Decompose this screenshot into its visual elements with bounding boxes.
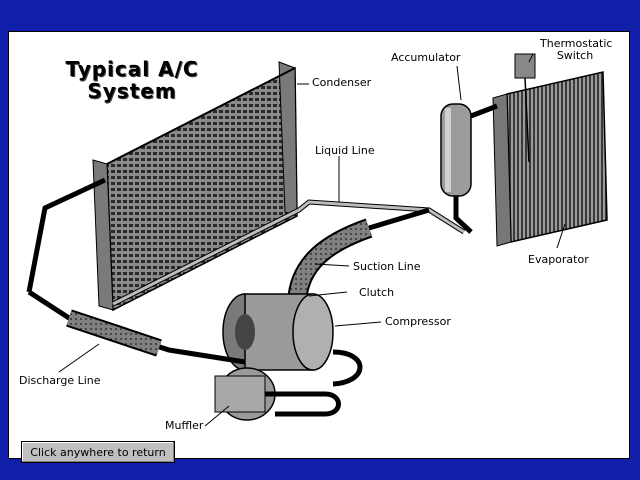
ac-system-illustration — [26, 53, 608, 427]
diagram-panel[interactable]: Typical A/C System Condenser Accumulator… — [8, 31, 630, 459]
evaporator-unit — [492, 71, 608, 247]
return-button[interactable]: Click anywhere to return — [21, 441, 175, 463]
condenser-label: Condenser — [312, 76, 372, 89]
evaporator-label: Evaporator — [528, 253, 589, 266]
accumulator-label: Accumulator — [391, 51, 461, 64]
discharge-line-label: Discharge Line — [19, 374, 101, 387]
liquid-line-label: Liquid Line — [315, 144, 375, 157]
muffler-label: Muffler — [165, 419, 204, 432]
title-line-2: System — [87, 79, 177, 103]
compressor-unit — [222, 293, 363, 387]
thermostatic-switch-label-line-2: Switch — [556, 49, 594, 62]
leader-lines — [58, 53, 566, 427]
suction-line-label: Suction Line — [353, 260, 421, 273]
thermostatic-switch-label-line-1: Thermostatic — [540, 37, 613, 50]
accumulator-canister — [440, 103, 498, 234]
title-line-1: Typical A/C — [65, 57, 199, 81]
condenser-unit — [92, 61, 298, 312]
compressor-label: Compressor — [385, 315, 451, 328]
muffler-canister — [214, 367, 341, 421]
diagram-title: Typical A/C System — [47, 58, 217, 102]
thermostatic-switch-label: Thermostatic Switch — [540, 37, 613, 62]
clutch-label: Clutch — [359, 286, 395, 299]
